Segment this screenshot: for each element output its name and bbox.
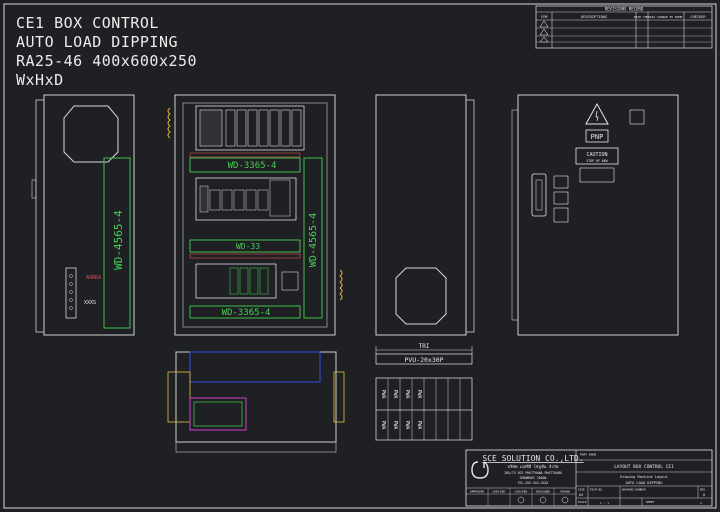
terminal-text-6: PWA xyxy=(392,420,398,429)
part-name-value: LAYOUT BOX CONTROL CE1 xyxy=(614,464,674,470)
part-name-label: PART NAME xyxy=(580,453,596,457)
side-tag-1: ARRRA xyxy=(86,275,101,281)
terminal-text-8: PWA xyxy=(416,420,422,429)
revision-col-checker: CHECKER xyxy=(690,15,706,19)
pnp-label: PNP xyxy=(591,133,604,141)
front-duct-right-label: WD-4565-4 xyxy=(308,213,319,267)
role-approved: APPROVED xyxy=(470,490,485,494)
terminal-duct-label-1: TRI xyxy=(419,343,430,350)
side-tag-2: XXXS xyxy=(84,300,96,306)
terminal-text-1: PWA xyxy=(380,389,386,398)
company-name: SCE SOLUTION CO.,LTD. xyxy=(482,454,583,463)
side-wire-duct xyxy=(103,157,131,329)
drawing-number-label: DRAWING NUMBER xyxy=(622,488,646,492)
terminal-text-5: PWA xyxy=(380,420,386,429)
revision-triangle-icons xyxy=(539,20,549,43)
front-duct-right xyxy=(303,157,323,319)
front-hinge-top xyxy=(167,107,171,139)
rear-view xyxy=(375,94,475,336)
front-duct-bottom-label: WD-3365-4 xyxy=(222,308,271,318)
front-duct-bottom xyxy=(189,305,301,319)
rev-label: REV xyxy=(700,488,705,492)
company-address-1: 205/75 SOI PHATTHANA PHATTHANA xyxy=(504,471,562,475)
door-handle xyxy=(531,173,547,217)
rear-vent-cutout xyxy=(395,267,447,325)
role-drawn: DRAWN xyxy=(560,490,569,494)
rating-plate xyxy=(579,167,615,183)
door-view: PNP CAUTION STOP OF NEW xyxy=(511,94,679,336)
door-indicator-3 xyxy=(553,207,569,223)
sheet-value: 1 xyxy=(700,501,702,505)
front-duct-top-label: WD-3365-4 xyxy=(228,161,277,171)
warning-triangle-icon xyxy=(585,102,609,125)
terminal-duct-label-2: PVU-20x30P xyxy=(404,356,443,364)
role-checked-2: CHECKED xyxy=(515,490,528,494)
company-address-2: CHONBURI 20000 xyxy=(520,476,547,480)
revision-col-sym: SYM xyxy=(541,15,548,19)
info-plate xyxy=(629,109,645,125)
scale-value: 1 : 1 xyxy=(600,501,609,505)
fscm-label: FSCM NO. xyxy=(590,488,604,492)
pnp-plate xyxy=(585,129,609,143)
drawing-border xyxy=(3,3,717,509)
door-indicator-1 xyxy=(553,175,569,189)
company-address-3: TEL.XXX-XXX-XXXX xyxy=(518,481,549,485)
terminal-text-2: PWA xyxy=(392,389,398,398)
company-name-thai: บริษัท เอสซีอี โซลูชั่น จำกัด xyxy=(508,464,559,470)
side-vent-cutout xyxy=(63,105,119,163)
role-designed: DESIGNED xyxy=(536,490,551,494)
signature-mark-1 xyxy=(517,496,525,504)
caution-label: CAUTION xyxy=(586,152,607,158)
signature-mark-3 xyxy=(561,496,569,504)
side-view: WD-4565-4 ARRRA XXXS xyxy=(31,94,135,336)
drawing-title: Drawing Machine Layout xyxy=(620,475,668,479)
header-line-2: AUTO LOAD DIPPING xyxy=(16,33,178,51)
role-checked-1: CHECKED xyxy=(493,490,506,494)
revision-col-change: SAS CHANGE BY NAME xyxy=(650,15,683,19)
caution-plate xyxy=(575,147,619,165)
company-logo-icon xyxy=(471,461,489,479)
side-duct-label: WD-4565-4 xyxy=(112,210,125,270)
side-connector xyxy=(65,267,77,319)
breaker-relay-block xyxy=(195,177,297,221)
terminal-text-3: PWA xyxy=(404,389,410,398)
size-label: SIZE xyxy=(578,488,585,492)
power-supply xyxy=(281,271,299,291)
revision-table: REVISIONS RECORD SYM DESCRIPTIONS DATE C… xyxy=(535,5,713,49)
rev-value: 0 xyxy=(703,493,705,497)
front-duct-top xyxy=(189,157,301,173)
sheet-label: SHEET xyxy=(646,500,655,504)
plc-module-block xyxy=(195,105,305,151)
signature-mark-2 xyxy=(539,496,547,504)
door-indicator-2 xyxy=(553,191,569,205)
terminal-text-4: PWA xyxy=(416,389,422,398)
size-value: A3 xyxy=(579,493,583,497)
terminal-relay-block xyxy=(195,263,277,299)
plan-view xyxy=(167,351,345,453)
front-panel-view: WD-3365-4 WD-33 WD-3365-4 WD-4565-4 xyxy=(167,94,343,336)
drawing-job: AUTO LOAD DIPPING xyxy=(626,481,663,485)
revision-col-desc: DESCRIPTIONS xyxy=(581,15,607,19)
caution-sublabel: STOP OF NEW xyxy=(586,159,607,163)
header-line-1: CE1 BOX CONTROL xyxy=(16,14,159,32)
revision-col-date: DATE CHKD xyxy=(634,15,650,19)
front-hinge-bottom xyxy=(339,269,343,301)
company-title-block: SCE SOLUTION CO.,LTD. บริษัท เอสซีอี โซล… xyxy=(465,449,713,507)
header-line-4: WxHxD xyxy=(16,71,64,89)
front-duct-mid-label: WD-33 xyxy=(236,242,260,251)
revision-table-title: REVISIONS RECORD xyxy=(605,7,644,12)
front-duct-mid xyxy=(189,239,301,253)
scale-label: SCALE xyxy=(578,500,587,504)
header-line-3: RA25-46 400x600x250 xyxy=(16,52,197,70)
terminal-strip-view: TRI PVU-20x30P PWA PWA PWA PWA PWA PWA P… xyxy=(375,343,473,441)
terminal-text-7: PWA xyxy=(404,420,410,429)
